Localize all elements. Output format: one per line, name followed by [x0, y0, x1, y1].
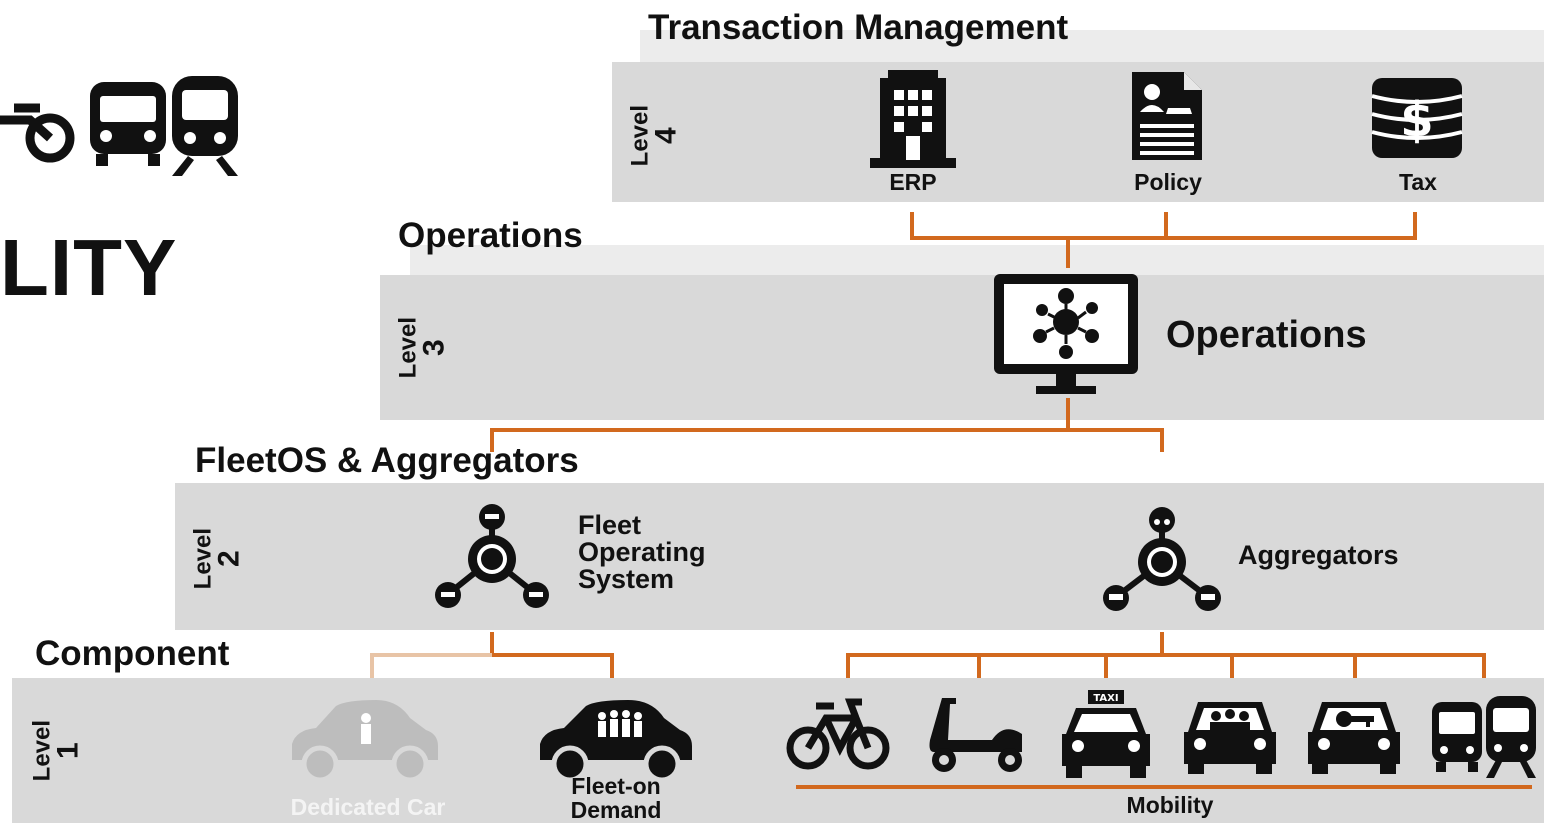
level4-header: Transaction Management [648, 8, 1069, 47]
car-key-icon [1308, 702, 1400, 774]
level1-band [12, 678, 1544, 823]
level4-band-top [640, 30, 1544, 62]
level3-header: Operations [398, 216, 583, 255]
car-group-icon [540, 700, 692, 783]
train-icon [172, 76, 238, 176]
title-fragment: LITY [0, 223, 178, 312]
erp-label: ERP [889, 169, 937, 195]
svg-text:TAXI: TAXI [1093, 693, 1118, 704]
level3-band [380, 275, 1544, 420]
tax-label: Tax [1399, 169, 1437, 195]
connector-l2-fleet [490, 632, 614, 678]
level2-header: FleetOS & Aggregators [195, 441, 579, 480]
dedicated-car-label: Dedicated Car [290, 794, 446, 820]
policy-document-icon [1132, 72, 1202, 160]
svg-text:$: $ [1400, 92, 1433, 148]
aggregators-label: Aggregators [1238, 540, 1399, 570]
bus-train-icon [1432, 696, 1536, 778]
monitor-network-icon [994, 274, 1138, 394]
rideshare-car-icon [1184, 702, 1276, 774]
level1-header: Component [35, 634, 230, 673]
tax-coins-icon: $ [1371, 78, 1463, 158]
bicycle-partial-icon [0, 103, 75, 163]
fleet-on-demand-label: Fleet-on Demand [570, 773, 662, 823]
bus-icon [90, 82, 166, 166]
building-icon [870, 70, 956, 168]
connector-l2-mobility [846, 632, 1486, 678]
operations-label: Operations [1166, 314, 1367, 356]
car-single-passenger-icon [292, 700, 438, 783]
fleet-os-label: Fleet Operating System [578, 510, 706, 594]
mobility-label: Mobility [1126, 792, 1214, 818]
connector-l3-l2 [490, 398, 1164, 452]
level2-band [175, 483, 1544, 630]
fleet-hub-icon [435, 504, 549, 608]
title-transport-icons [0, 76, 238, 176]
connector-l4-l3 [910, 212, 1417, 268]
policy-label: Policy [1134, 169, 1202, 195]
bicycle-icon [786, 698, 890, 770]
scooter-icon [929, 698, 1022, 772]
connector-faded [370, 653, 492, 678]
taxi-icon: TAXI [1062, 690, 1150, 778]
aggregator-hub-icon [1103, 507, 1221, 611]
level3-band-top [410, 245, 1544, 275]
